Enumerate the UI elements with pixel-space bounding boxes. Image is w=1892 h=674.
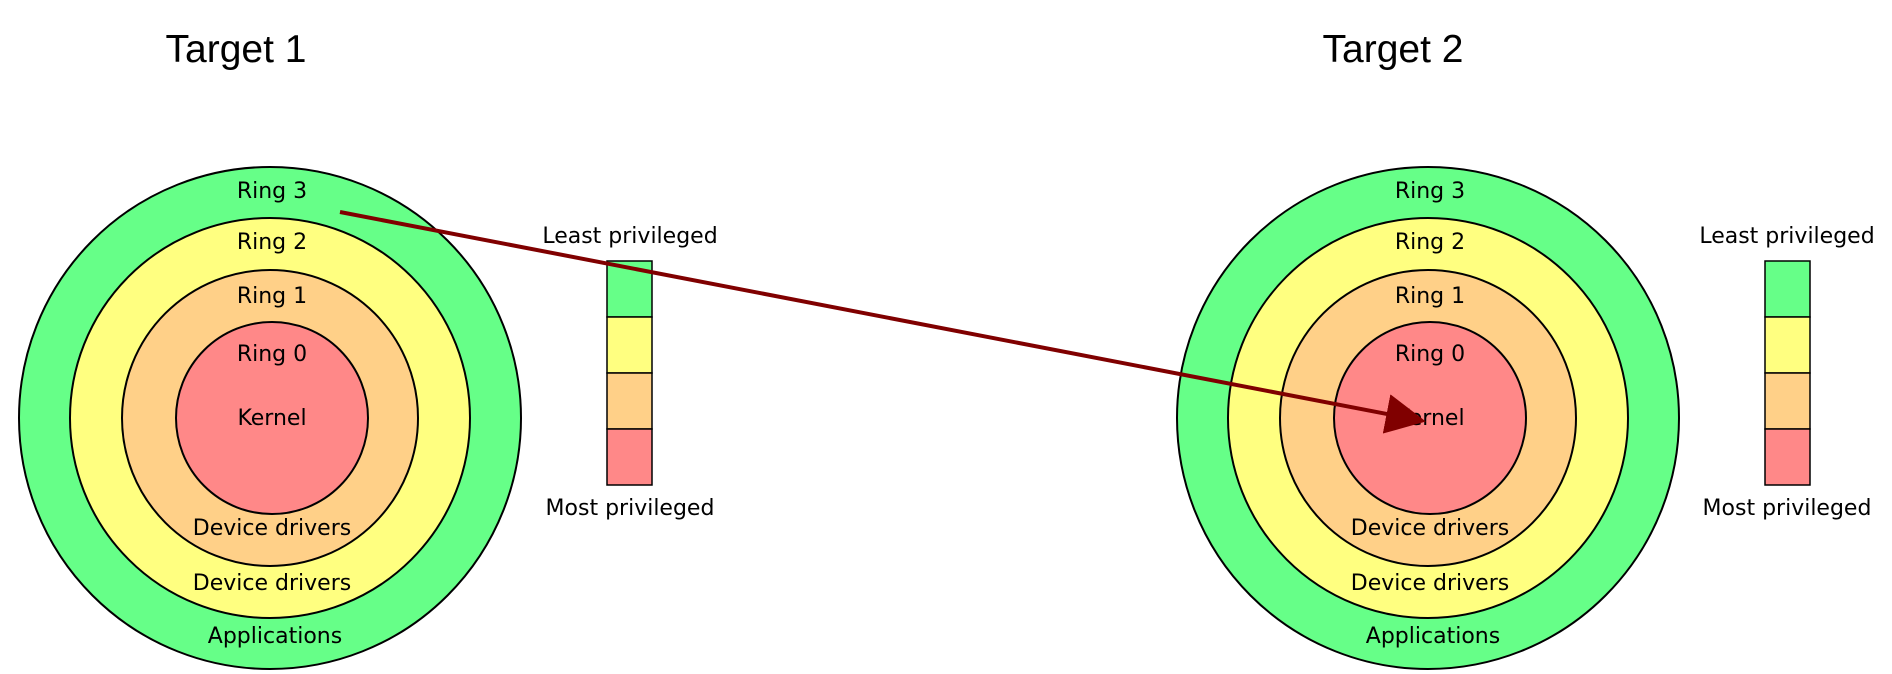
target-1-ring-0-label: Ring 0 [237,342,307,367]
target-1-rings: Ring 3 Ring 2 Ring 1 Ring 0 Kernel Devic… [18,166,522,670]
target-1-ring-2-drivers-label: Device drivers [193,571,351,596]
target-1-most-privileged-label: Most privileged [546,496,715,521]
target-1-ring-1-drivers-label: Device drivers [193,516,351,541]
target-2-ring-0 [1333,321,1527,515]
target-1-title: Target 1 [166,28,307,71]
target-2-least-privileged-label: Least privileged [1699,224,1874,249]
target-1-scale-ring-2 [606,316,653,374]
target-1-group: Target 1 Ring 3 Ring 2 Ring 1 Ring 0 Ker… [18,28,718,670]
target-2-ring-3-label: Ring 3 [1395,179,1465,204]
target-2-ring-0-label: Ring 0 [1395,342,1465,367]
target-1-ring-3-label: Ring 3 [237,179,307,204]
target-1-ring-0 [175,321,369,515]
target-2-scale-ring-2 [1764,316,1811,374]
target-2-ring-2-drivers-label: Device drivers [1351,571,1509,596]
target-2-group: Target 2 Ring 3 Ring 2 Ring 1 Ring 0 Ker… [1176,28,1875,670]
target-1-scale-ring-0 [606,428,653,486]
target-1-least-privileged-label: Least privileged [542,224,717,249]
target-2-scale-ring-1 [1764,372,1811,430]
target-1-scale-ring-1 [606,372,653,430]
target-2-ring-1-drivers-label: Device drivers [1351,516,1509,541]
target-2-rings: Ring 3 Ring 2 Ring 1 Ring 0 Kernel Devic… [1176,166,1680,670]
target-2-ring-2-label: Ring 2 [1395,230,1465,255]
target-2-scale-ring-0 [1764,428,1811,486]
target-2-title: Target 2 [1323,28,1464,71]
target-2-applications-label: Applications [1366,624,1500,649]
target-1-scale-ring-3 [606,260,653,318]
target-2-ring-1-label: Ring 1 [1395,284,1465,309]
target-1-privilege-scale: Least privileged Most privileged [542,224,717,521]
target-1-applications-label: Applications [208,624,342,649]
ring3-to-kernel-arrow [339,210,1426,434]
target-1-ring-1-label: Ring 1 [237,284,307,309]
target-2-privilege-scale: Least privileged Most privileged [1699,224,1874,521]
target-1-kernel-label: Kernel [237,406,306,431]
target-2-scale-ring-3 [1764,260,1811,318]
target-1-ring-2-label: Ring 2 [237,230,307,255]
target-2-most-privileged-label: Most privileged [1703,496,1872,521]
